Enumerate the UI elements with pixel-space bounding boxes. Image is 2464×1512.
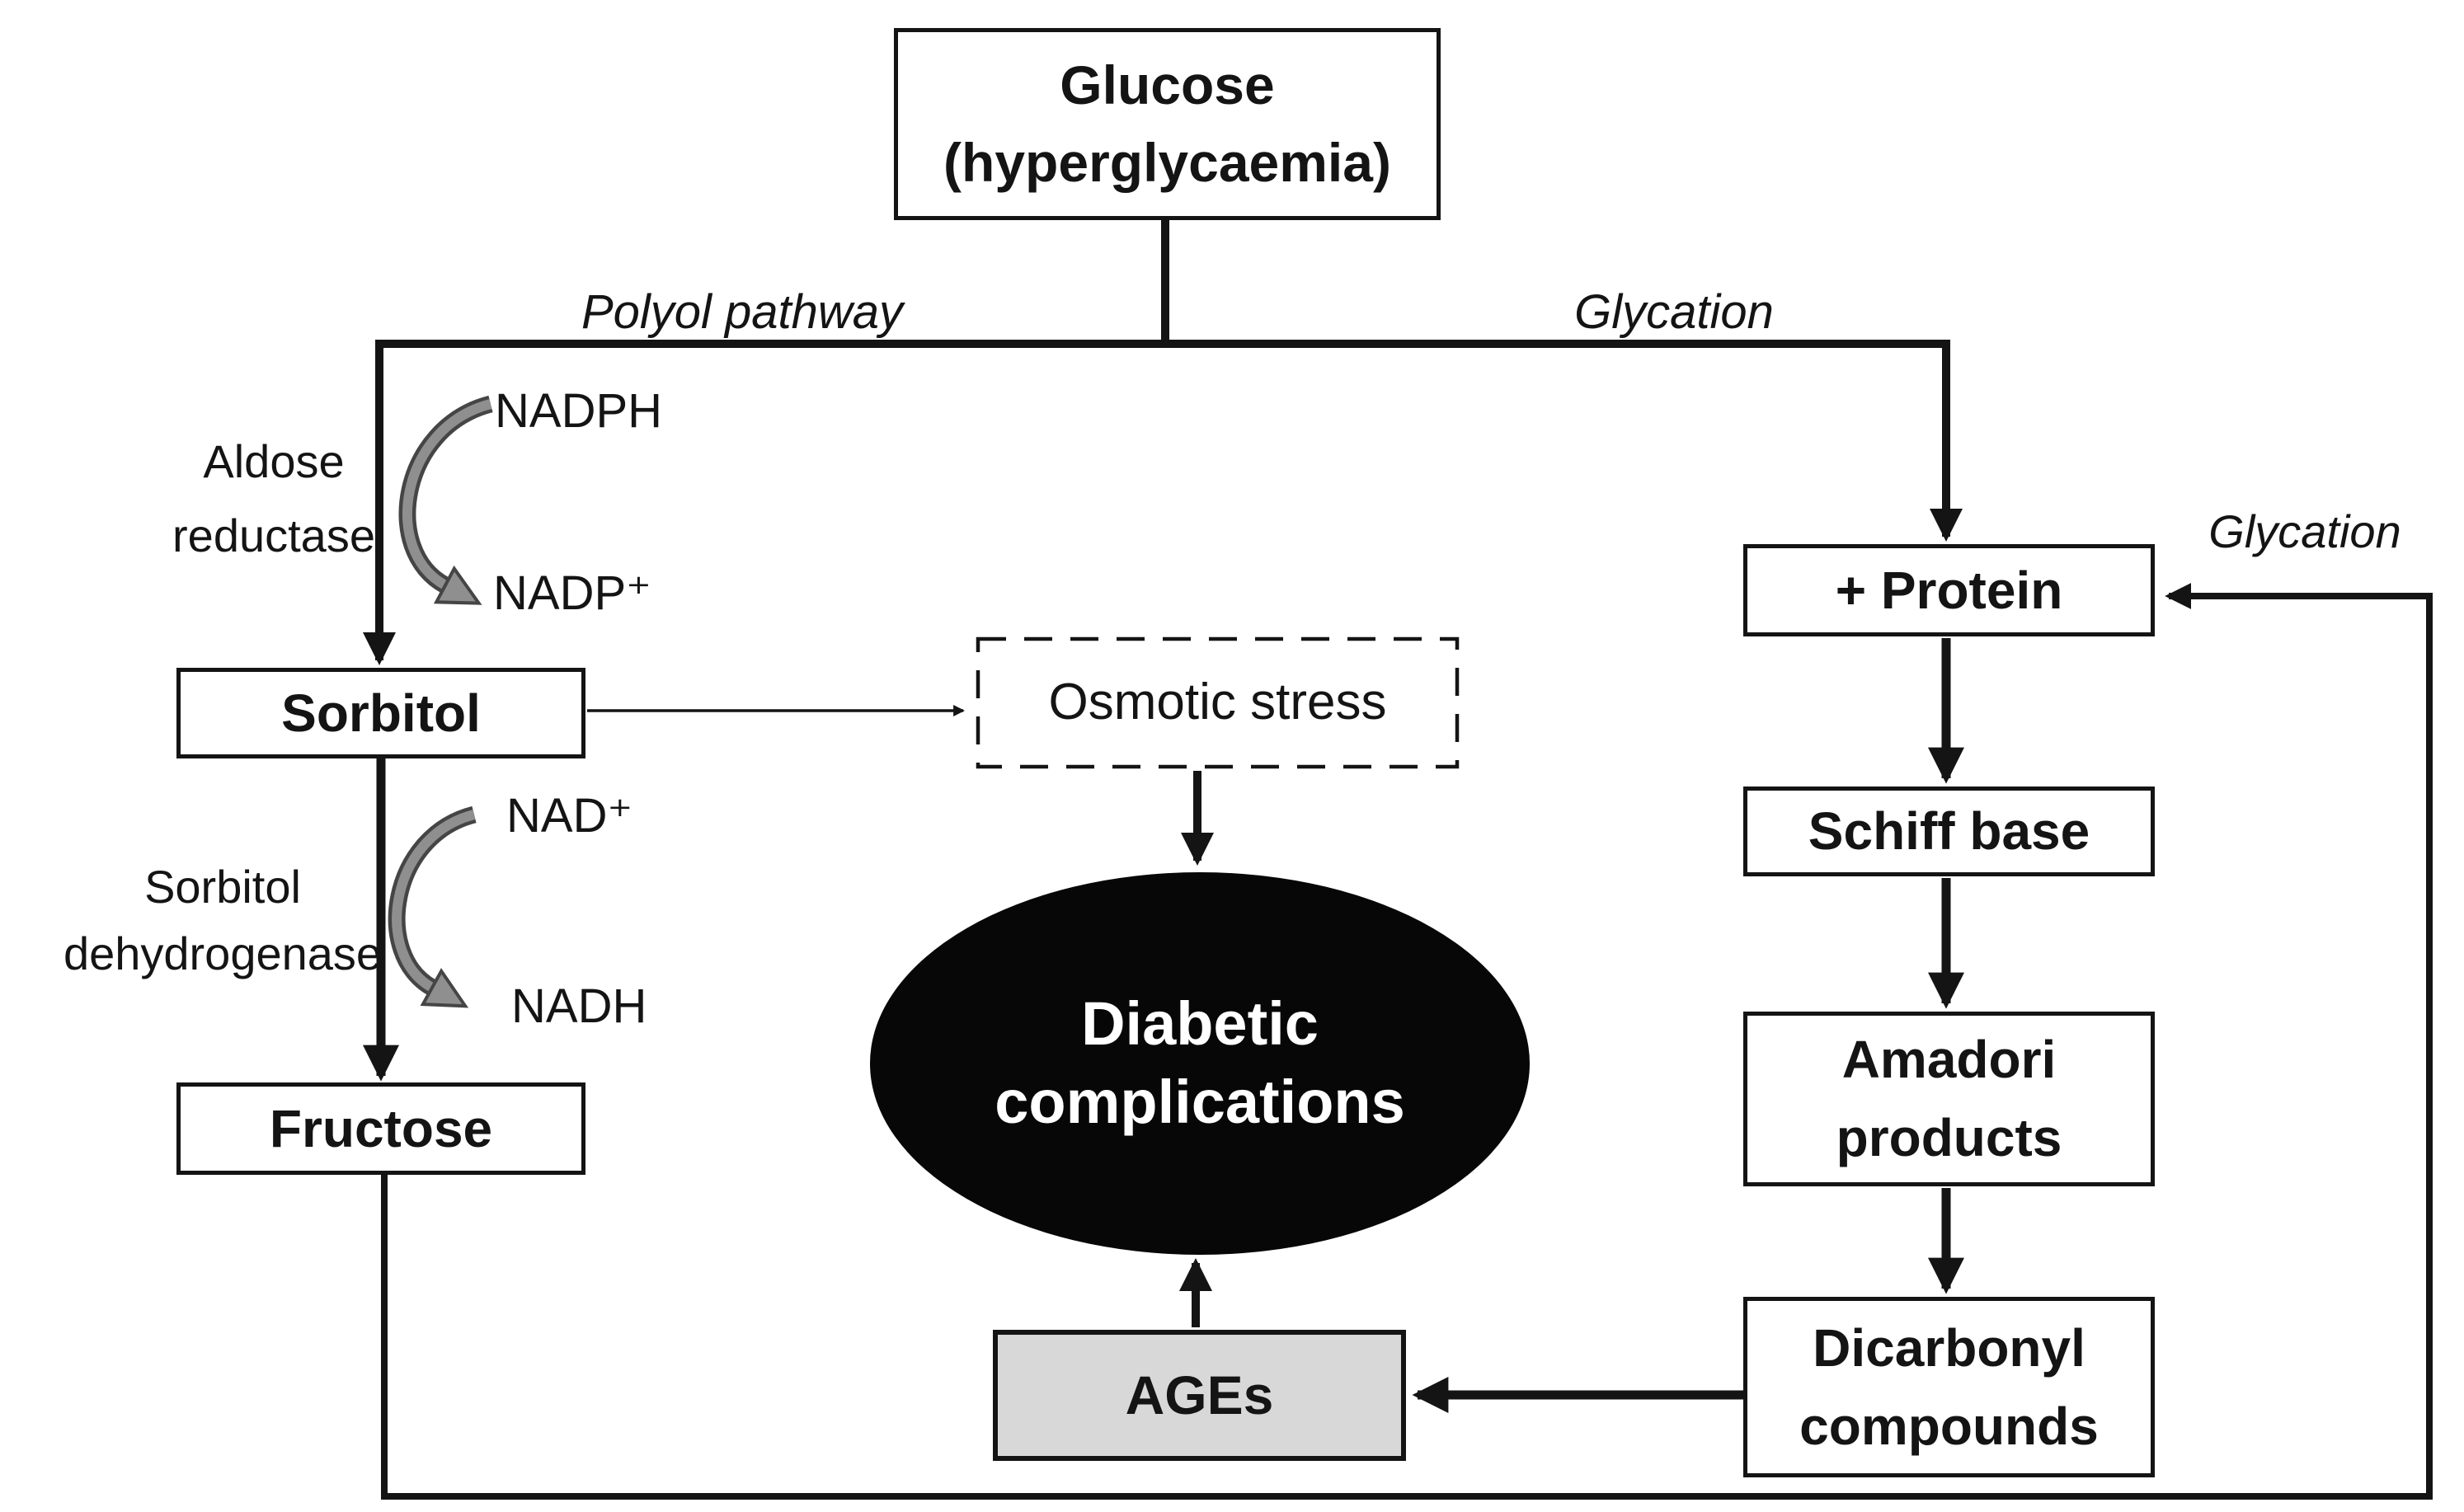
node-osmotic-stress: Osmotic stress — [978, 639, 1457, 767]
node-osmotic-stress-label: Osmotic stress — [1048, 674, 1387, 731]
node-sorbitol: Sorbitol — [176, 668, 585, 758]
node-fructose-label: Fructose — [269, 1098, 493, 1158]
node-ages-label: AGEs — [1125, 1364, 1274, 1425]
osmotic-stress-box-outline — [976, 636, 1460, 769]
nad-plus-label: NAD⁺ — [506, 789, 633, 843]
nad-nadh-curved-arrow — [388, 805, 477, 1008]
sorbitol-dehydrogenase-label: Sorbitol dehydrogenase — [63, 861, 383, 980]
node-glucose-label: Glucose (hyperglycaemia) — [943, 54, 1391, 193]
glycation-feedback-label: Glycation — [2208, 505, 2401, 557]
node-diabetic-complications-label: Diabetic complications — [995, 989, 1405, 1136]
node-fructose: Fructose — [176, 1082, 585, 1175]
node-protein-label: + Protein — [1835, 560, 2063, 620]
node-diabetic-complications: Diabetic complications — [870, 872, 1530, 1255]
nadp-plus-label: NADP⁺ — [493, 566, 651, 620]
node-sorbitol-label: Sorbitol — [281, 683, 481, 743]
node-dicarbonyl-compounds: Dicarbonyl compounds — [1743, 1297, 2155, 1477]
node-schiff-base: Schiff base — [1743, 787, 2155, 876]
node-amadori-products: Amadori products — [1743, 1012, 2155, 1186]
aldose-reductase-label: Aldose reductase — [172, 435, 375, 561]
node-ages: AGEs — [993, 1330, 1406, 1461]
connector-branch-polyol-glycation — [363, 340, 1963, 665]
node-protein: + Protein — [1743, 544, 2155, 636]
connector-fructose-glycation-feedback — [381, 583, 2433, 1500]
node-schiff-base-label: Schiff base — [1808, 801, 2090, 862]
nadh-label: NADH — [511, 979, 647, 1033]
nadph-nadp-curved-arrow — [398, 395, 493, 605]
glycation-branch-label: Glycation — [1574, 285, 1774, 339]
polyol-pathway-label: Polyol pathway — [581, 285, 904, 339]
node-glucose: Glucose (hyperglycaemia) — [894, 28, 1441, 220]
nadph-label: NADPH — [495, 384, 663, 438]
node-amadori-products-label: Amadori products — [1836, 1030, 2062, 1167]
node-dicarbonyl-compounds-label: Dicarbonyl compounds — [1799, 1317, 2099, 1456]
